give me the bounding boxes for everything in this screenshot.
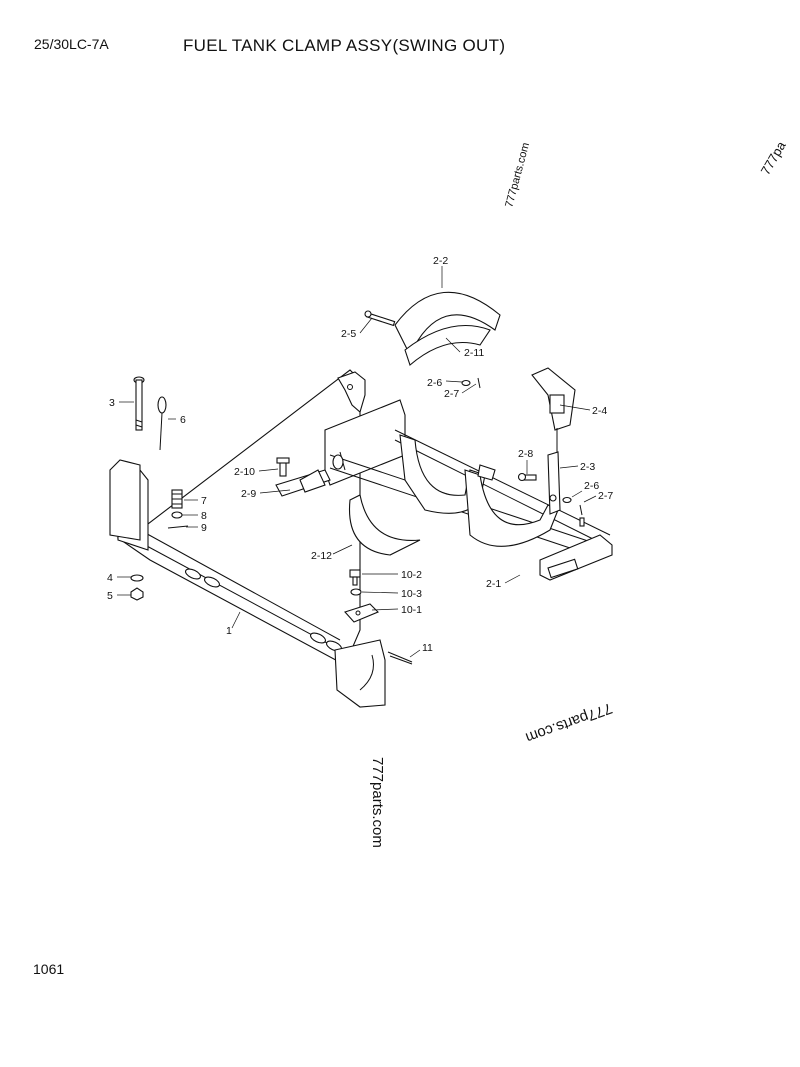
watermark-top-right: 777pa	[758, 138, 789, 177]
bolt-part-2-10	[276, 457, 290, 477]
callout-label: 2-1	[486, 578, 501, 590]
washer-part-2-6-upper	[461, 379, 471, 387]
callout-label: 9	[201, 522, 207, 534]
callout-label: 2-6	[427, 377, 442, 389]
washer-part-2-6-right	[562, 496, 572, 504]
callout-label: 8	[201, 510, 207, 522]
callout-label: 10-1	[401, 604, 422, 616]
callout-label: 2-12	[311, 550, 332, 562]
pin-part-9	[167, 525, 189, 529]
cotter-part-2-7-upper	[477, 377, 481, 389]
leader-lines	[117, 266, 597, 658]
callout-label: 2-10	[234, 466, 255, 478]
callout-label: 2-6	[584, 480, 599, 492]
lower-strap-part-2-12	[348, 494, 421, 556]
page-number: 1061	[33, 961, 65, 977]
callout-label: 7	[201, 495, 207, 507]
callout-label: 2-9	[241, 488, 256, 500]
callout-labels: 2-2 2-5 2-11 2-6 2-7 3 6 2-4 2-10 2-9 7 …	[107, 255, 613, 654]
cotter-part-2-7-right	[579, 504, 585, 527]
callout-label: 2-4	[592, 405, 607, 417]
bolt-part-10-2	[349, 569, 361, 586]
bolt-part-2-8	[517, 472, 537, 482]
callout-label: 2-8	[518, 448, 533, 460]
swing-frame-part-2-1	[324, 399, 613, 581]
callout-label: 2-5	[341, 328, 356, 340]
callout-label: 2-7	[444, 388, 459, 400]
tank-saddles	[399, 434, 559, 547]
pin-part-11	[387, 651, 413, 665]
bracket-part-2-9	[275, 469, 331, 497]
washer-part-10-3	[350, 588, 362, 596]
callout-label: 2-11	[464, 347, 484, 359]
page-title: FUEL TANK CLAMP ASSY(SWING OUT)	[183, 36, 506, 55]
latch-part-2-3	[547, 451, 561, 515]
nut-part-5	[130, 587, 144, 601]
callout-label: 10-3	[401, 588, 422, 600]
callout-label: 3	[109, 397, 115, 409]
spring-part-7	[171, 489, 183, 509]
washer-part-8	[171, 511, 183, 519]
long-bolt-part-3	[133, 376, 145, 431]
model-code: 25/30LC-7A	[34, 36, 109, 52]
callout-label: 11	[422, 642, 433, 654]
callout-label: 2-3	[580, 461, 595, 473]
callout-label: 2-2	[433, 255, 448, 267]
watermark-vertical: 777parts.com	[369, 757, 386, 848]
pin-part-2-5	[364, 310, 396, 327]
bracket-part-10-1	[344, 603, 379, 623]
callout-label: 1	[226, 625, 232, 637]
washer-part-4	[130, 574, 144, 582]
handle-part-2-4	[531, 367, 576, 455]
watermark-middle: 777parts.com	[523, 699, 614, 746]
callout-label: 5	[107, 590, 113, 602]
callout-label: 6	[180, 414, 186, 426]
callout-label: 4	[107, 572, 113, 584]
frame-plate-part-1	[109, 369, 386, 708]
callout-label: 2-7	[598, 490, 613, 502]
watermark-top: 777parts.com	[503, 141, 532, 208]
clip-pin-part-6	[157, 396, 167, 451]
upper-strap-part-2-2	[394, 291, 501, 366]
callout-label: 10-2	[401, 569, 422, 581]
